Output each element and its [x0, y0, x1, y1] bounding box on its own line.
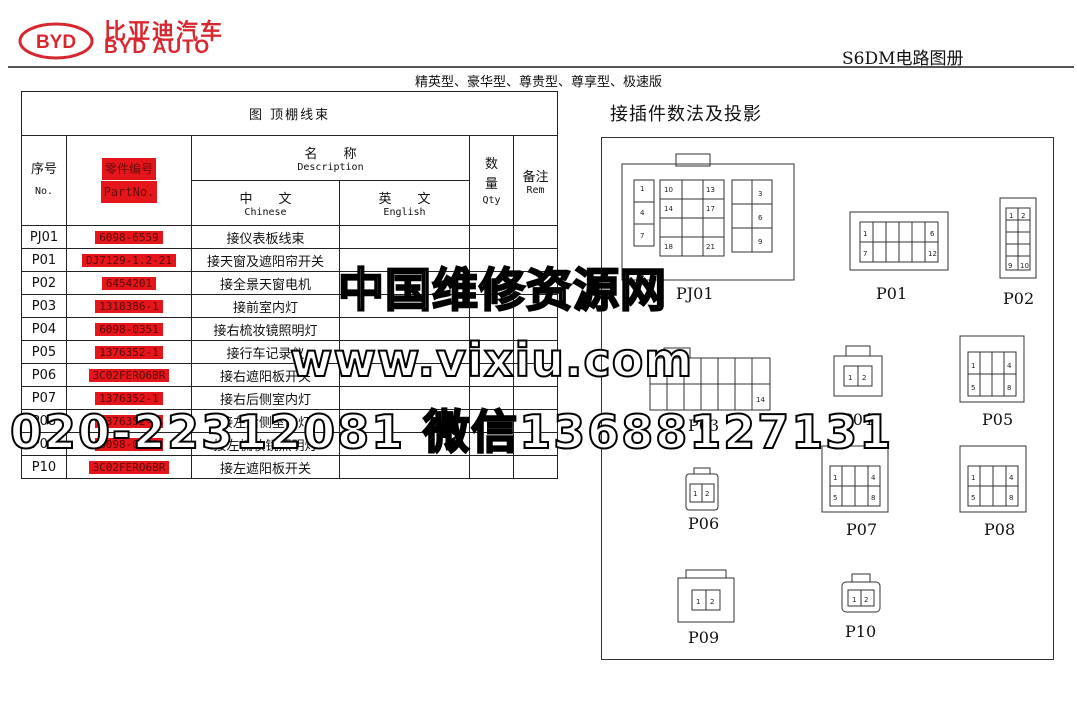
watermark-site-name: 中国维修资源网 [337, 262, 667, 318]
svg-text:4: 4 [871, 474, 876, 482]
label-p07: P07 [846, 520, 878, 539]
document-title: S6DM电路图册 [842, 49, 964, 69]
svg-text:21: 21 [706, 243, 715, 251]
label-p10: P10 [845, 622, 877, 641]
svg-text:2: 2 [864, 596, 868, 604]
label-p05: P05 [982, 410, 1014, 429]
label-p08: P08 [984, 520, 1016, 539]
svg-text:2: 2 [1021, 212, 1025, 220]
byd-logo: BYD [18, 22, 94, 60]
svg-text:10: 10 [664, 186, 673, 194]
header-part-no: 零件编号 PartNo. [66, 135, 192, 226]
svg-text:4: 4 [640, 209, 645, 217]
svg-text:3: 3 [758, 190, 762, 198]
svg-text:1: 1 [971, 474, 975, 482]
connector-p02-drawing [999, 197, 1037, 279]
svg-text:2: 2 [862, 374, 866, 382]
svg-text:14: 14 [664, 205, 673, 213]
svg-text:6: 6 [758, 214, 763, 222]
label-p09: P09 [688, 628, 720, 647]
connector-diagram-title: 接插件数法及投影 [610, 104, 762, 125]
svg-text:8: 8 [1009, 494, 1013, 502]
svg-text:9: 9 [758, 238, 762, 246]
svg-text:17: 17 [706, 205, 715, 213]
svg-text:2: 2 [705, 490, 709, 498]
svg-text:1: 1 [640, 185, 644, 193]
svg-text:1: 1 [971, 362, 975, 370]
model-variants: 精英型、豪华型、尊贵型、尊享型、极速版 [414, 75, 662, 90]
brand-name-en: BYD AUTO [104, 37, 211, 58]
brand-name-cn: 比亚迪汽车 [104, 20, 225, 45]
label-pj01: PJ01 [676, 284, 714, 303]
connector-p07-drawing [821, 445, 889, 513]
svg-text:1: 1 [693, 490, 697, 498]
connector-p03-drawing [649, 347, 771, 411]
label-p04: P04 [842, 410, 874, 429]
svg-text:8: 8 [1007, 384, 1011, 392]
svg-text:4: 4 [1009, 474, 1014, 482]
svg-text:7: 7 [863, 250, 867, 258]
svg-text:10: 10 [1020, 262, 1029, 270]
connector-p06-drawing [685, 467, 719, 511]
svg-text:18: 18 [664, 243, 673, 251]
label-p01: P01 [876, 284, 908, 303]
svg-text:6: 6 [930, 230, 935, 238]
table-title: 图 顶棚线束 [20, 91, 559, 136]
svg-text:4: 4 [1007, 362, 1012, 370]
svg-text:1: 1 [696, 598, 700, 606]
connector-p10-drawing [841, 573, 881, 613]
label-p02: P02 [1003, 289, 1035, 308]
connector-p09-drawing [677, 569, 735, 623]
logo-text: BYD [36, 32, 76, 53]
svg-text:14: 14 [756, 396, 765, 404]
connector-p01-drawing [849, 211, 949, 271]
svg-text:12: 12 [928, 250, 937, 258]
connector-pj01-drawing [621, 153, 795, 281]
svg-text:1: 1 [654, 368, 658, 376]
label-p06: P06 [688, 514, 720, 533]
connector-diagram-panel: 1 4 7 10 13 14 17 18 21 3 6 9 1 6 7 12 [601, 137, 1054, 660]
connector-p08-drawing [959, 445, 1027, 513]
svg-text:5: 5 [971, 494, 975, 502]
label-p03: P03 [688, 416, 720, 435]
svg-text:1: 1 [833, 474, 837, 482]
connector-drawings: 1 4 7 10 13 14 17 18 21 3 6 9 1 6 7 12 [621, 153, 1037, 623]
connector-p04-drawing [833, 345, 883, 397]
svg-text:1: 1 [852, 596, 856, 604]
svg-text:2: 2 [710, 598, 714, 606]
svg-text:8: 8 [871, 494, 875, 502]
svg-text:9: 9 [1008, 262, 1012, 270]
svg-text:5: 5 [833, 494, 837, 502]
header-divider [8, 66, 1074, 68]
svg-text:1: 1 [863, 230, 867, 238]
svg-text:1: 1 [1009, 212, 1013, 220]
svg-text:5: 5 [971, 384, 975, 392]
svg-text:7: 7 [640, 232, 644, 240]
svg-text:1: 1 [848, 374, 852, 382]
svg-text:13: 13 [706, 186, 715, 194]
connector-p05-drawing [959, 335, 1025, 403]
watermark-url: www.vixiu.com [289, 332, 694, 388]
watermark-contact: 020-22312081 微信13688127131 [9, 404, 894, 460]
